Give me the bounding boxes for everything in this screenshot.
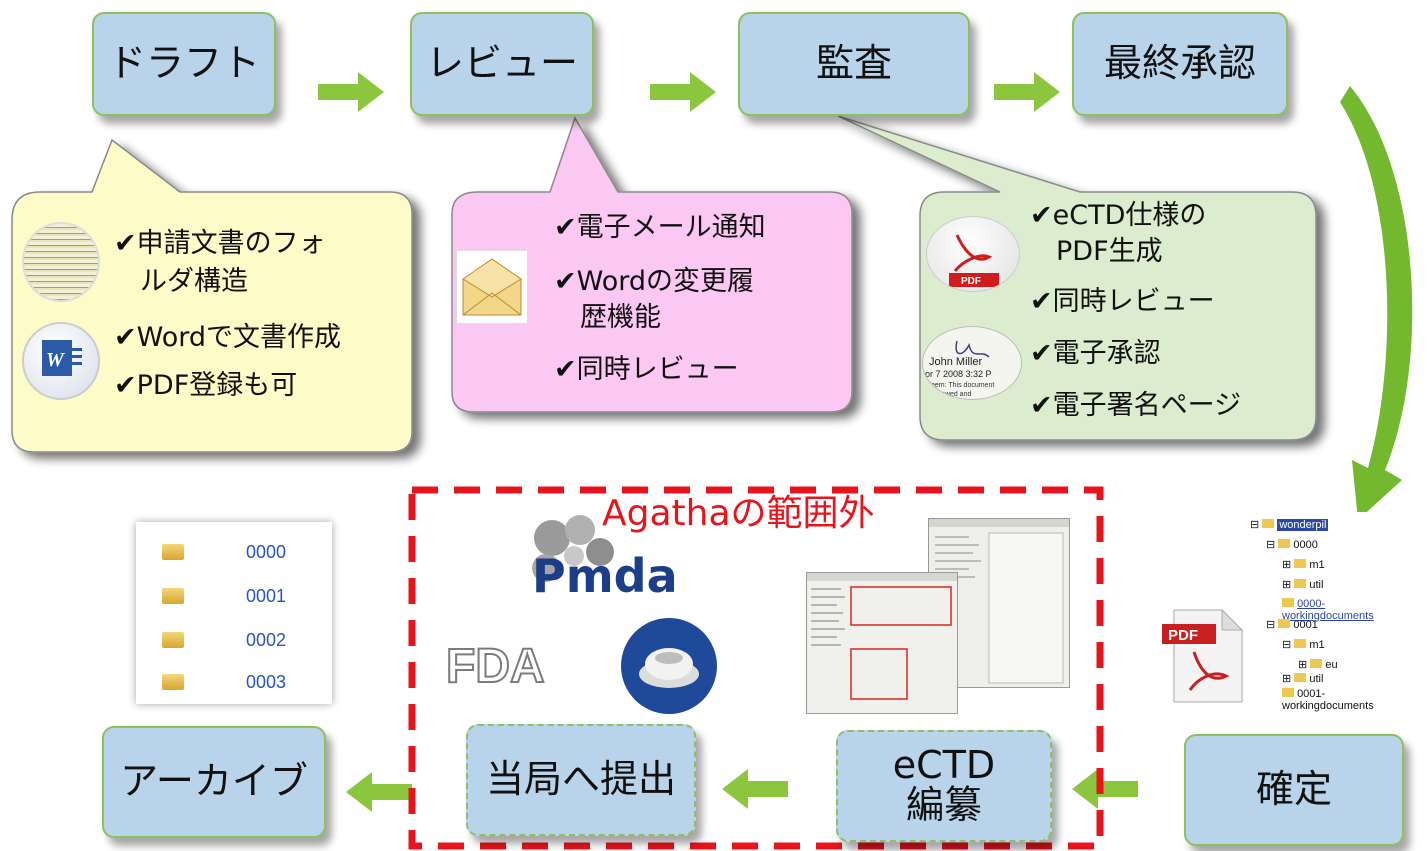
pdf-document-svg: PDF	[1162, 608, 1244, 703]
arrow-submit-archive	[346, 772, 412, 812]
fda-text: FDA	[446, 640, 545, 690]
folder-0001[interactable]: 0001	[246, 586, 287, 606]
audit-item-3: ✔電子承認	[1030, 338, 1161, 369]
ectd-viewer-screenshot-front	[806, 572, 958, 714]
email-icon	[456, 250, 528, 324]
final-approval-box: 最終承認	[1072, 12, 1288, 116]
tree-root-label: wonderpil	[1277, 519, 1329, 531]
pdf-badge-text: PDF	[961, 276, 981, 287]
viewer-back-svg	[929, 519, 1069, 684]
tree-root[interactable]: ⊟ wonderpil	[1250, 519, 1329, 531]
document-thumbnail-icon	[22, 222, 100, 302]
audit-item-2: ✔同時レビュー	[1030, 286, 1215, 317]
out-of-scope-label: Agathaの範囲外	[598, 494, 879, 534]
arrow-review-audit	[650, 72, 716, 112]
folder-0000[interactable]: 0000	[246, 542, 287, 562]
archive-label: アーカイブ	[120, 759, 308, 804]
audit-item-4: ✔電子署名ページ	[1030, 390, 1242, 421]
arrow-ectd-submit	[722, 769, 788, 809]
arrow-audit-approval	[994, 72, 1060, 112]
draft-box: ドラフト	[92, 12, 276, 116]
archive-folder-list: 0000 0001 0002 0003	[136, 522, 332, 704]
agency-round-logo	[618, 616, 720, 716]
signature-date: or 7 2008 3:32 P	[925, 369, 992, 379]
signature-name: John Miller	[929, 356, 983, 368]
draft-label: ドラフト	[107, 41, 260, 86]
tree-item[interactable]: ⊞ m1	[1282, 559, 1325, 571]
pmda-logo: Pmda	[518, 510, 678, 603]
envelope-svg	[462, 258, 522, 316]
finalize-label: 確定	[1255, 767, 1332, 812]
pdf-document-icon: PDF	[1160, 606, 1248, 706]
fda-logo-svg: FDA	[445, 639, 546, 694]
review-box: レビュー	[410, 12, 594, 116]
tree-item[interactable]: 0001-workingdocuments	[1282, 688, 1374, 712]
pdf-logo-svg: PDF	[949, 234, 999, 287]
folder-icon	[162, 674, 184, 690]
review-item-3: ✔同時レビュー	[554, 354, 739, 385]
folder-icon	[162, 588, 184, 604]
svg-text:W: W	[46, 349, 65, 371]
signature-line4: ewed and	[941, 391, 971, 398]
tree-item[interactable]: ⊞ util	[1282, 673, 1324, 685]
audit-item-1b: PDF生成	[1056, 236, 1163, 267]
arrow-draft-review	[318, 72, 384, 112]
signature-svg: John Miller or 7 2008 3:32 P eem: This d…	[925, 340, 994, 398]
folder-icon	[162, 632, 184, 648]
folder-0002[interactable]: 0002	[246, 630, 287, 650]
agency-round-logo-svg	[621, 618, 717, 714]
draft-item-3: ✔PDF登録も可	[114, 370, 298, 401]
submit-box: 当局へ提出	[466, 724, 696, 836]
file-tree: ⊟ wonderpil ⊟ 0000 ⊞ m1 ⊞ util 0000-work…	[1250, 512, 1416, 712]
archive-box: アーカイブ	[102, 726, 326, 838]
review-item-2b: 歴機能	[580, 302, 661, 333]
pdf-doc-badge: PDF	[1168, 627, 1198, 644]
folder-icon	[162, 544, 184, 560]
pmda-text: Pmda	[532, 549, 678, 602]
tree-item[interactable]: ⊞ util	[1282, 579, 1324, 591]
tree-item[interactable]: ⊟ m1	[1282, 639, 1325, 651]
pdf-icon: PDF	[926, 216, 1020, 292]
ectd-edit-label: eCTD 編纂	[892, 743, 996, 827]
submit-label: 当局へ提出	[485, 757, 676, 802]
draft-item-1: ✔申請文書のフォ	[114, 228, 326, 259]
fda-logo: FDA	[445, 639, 570, 694]
viewer-front-svg	[807, 573, 957, 700]
review-item-1: ✔電子メール通知	[554, 212, 766, 243]
tree-item[interactable]: ⊟ 0001	[1266, 619, 1318, 631]
word-icon: W	[22, 322, 100, 400]
ectd-edit-box: eCTD 編纂	[836, 730, 1052, 842]
out-of-scope-region	[408, 486, 1104, 850]
audit-box: 監査	[738, 12, 970, 116]
draft-item-2: ✔Wordで文書作成	[114, 322, 342, 353]
tree-item[interactable]: ⊞ eu	[1298, 659, 1338, 671]
draft-item-1b: ルダ構造	[140, 266, 248, 297]
folder-0003[interactable]: 0003	[246, 672, 287, 692]
signature-line3: eem: This document	[931, 382, 994, 389]
signature-icon: John Miller or 7 2008 3:32 P eem: This d…	[922, 326, 1022, 400]
tree-item[interactable]: ⊟ 0000	[1266, 539, 1318, 551]
draft-callout	[11, 138, 413, 453]
review-callout	[451, 116, 853, 413]
arrow-finalize-ectd	[1072, 769, 1138, 809]
audit-label: 監査	[815, 41, 892, 86]
final-approval-label: 最終承認	[1103, 41, 1256, 86]
review-label: レビュー	[425, 41, 578, 86]
finalize-box: 確定	[1184, 734, 1404, 846]
tree-item[interactable]: 0000-workingdocuments	[1282, 598, 1374, 622]
word-logo-svg: W	[42, 340, 82, 376]
review-item-2: ✔Wordの変更履	[554, 266, 755, 297]
arrow-approval-finalize	[1340, 86, 1413, 520]
audit-item-1: ✔eCTD仕様の	[1030, 200, 1207, 231]
pmda-logo-svg: Pmda	[532, 515, 678, 603]
